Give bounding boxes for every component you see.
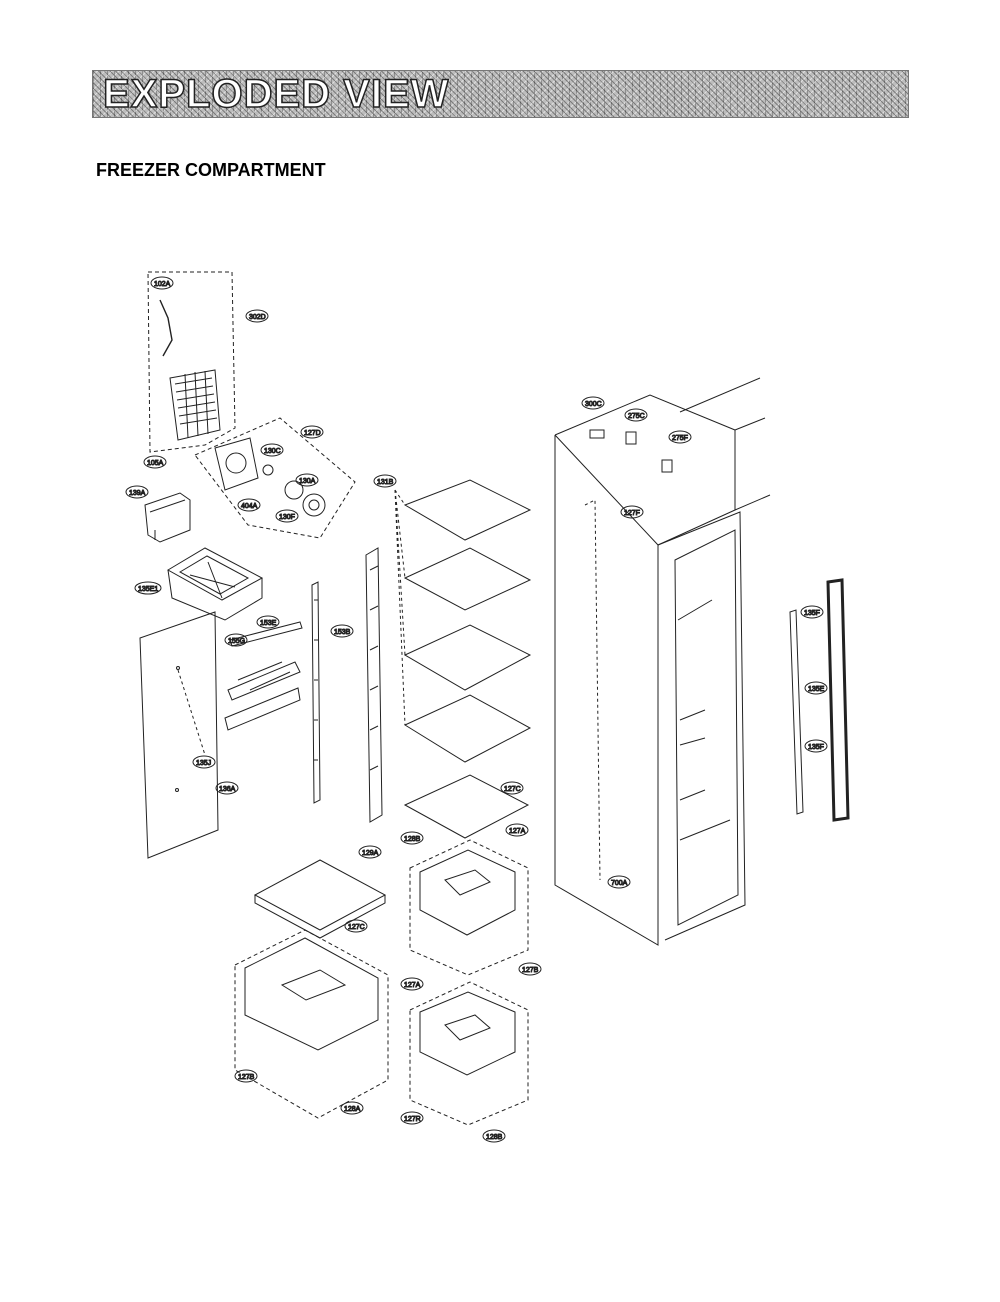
callout-label: 135E — [808, 686, 825, 693]
callout-302d: 302D — [245, 309, 269, 323]
callout-127r: 127R — [400, 1111, 424, 1125]
callout-label: 130F — [279, 514, 295, 521]
callout-127f: 127F — [620, 505, 644, 519]
callout-127b-bot: 127B — [234, 1069, 258, 1083]
callout-127d: 127D — [300, 425, 324, 439]
callout-130f: 130F — [275, 509, 299, 523]
callout-135e: 135E — [804, 681, 828, 695]
callout-131b: 131B — [373, 474, 397, 488]
callout-label: 136A — [219, 786, 236, 793]
basket-left — [234, 929, 389, 1119]
callout-label: 302D — [249, 314, 266, 321]
callout-153e: 153E — [256, 615, 280, 629]
callout-153b: 153B — [330, 624, 354, 638]
callout-130c: 130C — [260, 443, 284, 457]
callout-102a: 102A — [150, 276, 174, 290]
callout-139a: 139A — [125, 485, 149, 499]
callout-127a-top: 127A — [505, 823, 529, 837]
callout-label: 128A — [344, 1106, 361, 1113]
door-gasket — [789, 578, 850, 822]
callout-label: 135J — [196, 760, 211, 767]
callout-label: 135F — [804, 610, 820, 617]
fan-grille — [166, 547, 264, 621]
callout-label: 105A — [147, 460, 164, 467]
callout-127c-mid: 127C — [344, 919, 368, 933]
callout-135e1: 135E1 — [134, 581, 162, 595]
callout-label: 130A — [299, 478, 316, 485]
callout-label: 135E1 — [138, 586, 158, 593]
callout-label: 127R — [404, 1116, 421, 1123]
callout-105a: 105A — [143, 455, 167, 469]
callout-label: 130C — [264, 448, 281, 455]
callout-129a: 129A — [358, 845, 382, 859]
callout-label: 404A — [241, 503, 258, 510]
callout-label: 155G — [228, 638, 245, 645]
callout-label: 128B — [486, 1134, 503, 1141]
fan-motor-assembly — [194, 417, 356, 539]
callout-275c: 275C — [624, 408, 648, 422]
callout-300c: 300C — [581, 396, 605, 410]
callout-700a: 700A — [607, 875, 631, 889]
callout-label: 700A — [611, 880, 628, 887]
callout-label: 127D — [304, 430, 321, 437]
callout-label: 135F — [808, 744, 824, 751]
callout-label: 275F — [672, 435, 688, 442]
callout-label: 128B — [404, 836, 421, 843]
callout-label: 127B — [522, 967, 539, 974]
callout-127c: 127C — [500, 781, 524, 795]
freezer-cabinet — [554, 377, 771, 946]
section-title: FREEZER COMPARTMENT — [96, 160, 326, 180]
callout-label: 275C — [628, 413, 645, 420]
callout-404a: 404A — [237, 498, 261, 512]
shelf-rail-left — [311, 581, 321, 804]
callout-label: 127A — [509, 828, 526, 835]
header-banner: EXPLODED VIEW — [92, 70, 909, 118]
callout-label: 139A — [129, 490, 146, 497]
light-housing — [224, 621, 303, 731]
callout-275f: 275F — [668, 430, 692, 444]
callout-135f-bot: 135F — [804, 739, 828, 753]
tray-129a — [253, 859, 387, 939]
callout-127a-bot: 127A — [400, 977, 424, 991]
shelf-rail-right — [365, 547, 383, 823]
callout-label: 127C — [504, 786, 521, 793]
callout-label: 153E — [260, 620, 277, 627]
basket-right-upper — [409, 839, 529, 976]
callouts: 102A 302D 105A 127D 130C 139A 130A 404A … — [125, 276, 828, 1143]
callout-label: 129A — [362, 850, 379, 857]
callout-label: 127B — [238, 1074, 255, 1081]
bracket-139a — [144, 492, 191, 543]
callout-130a: 130A — [295, 473, 319, 487]
callout-135j: 135J — [192, 755, 216, 769]
callout-128b-bot: 128B — [482, 1129, 506, 1143]
callout-128a: 128A — [340, 1101, 364, 1115]
callout-label: 127F — [624, 510, 640, 517]
callout-128b: 128B — [400, 831, 424, 845]
callout-label: 300C — [585, 401, 602, 408]
callout-label: 102A — [154, 281, 171, 288]
basket-right-lower — [409, 981, 529, 1126]
evaporator-assembly — [147, 271, 236, 453]
callout-label: 127C — [348, 924, 365, 931]
rear-panel — [139, 611, 219, 859]
page-title: EXPLODED VIEW — [102, 72, 450, 116]
shelves — [394, 479, 532, 839]
callout-label: 127A — [404, 982, 421, 989]
callout-127b-top: 127B — [518, 962, 542, 976]
callout-155g: 155G — [224, 633, 248, 647]
callout-label: 131B — [377, 479, 394, 486]
callout-label: 153B — [334, 629, 351, 636]
callout-135f-top: 135F — [800, 605, 824, 619]
callout-136a: 136A — [215, 781, 239, 795]
